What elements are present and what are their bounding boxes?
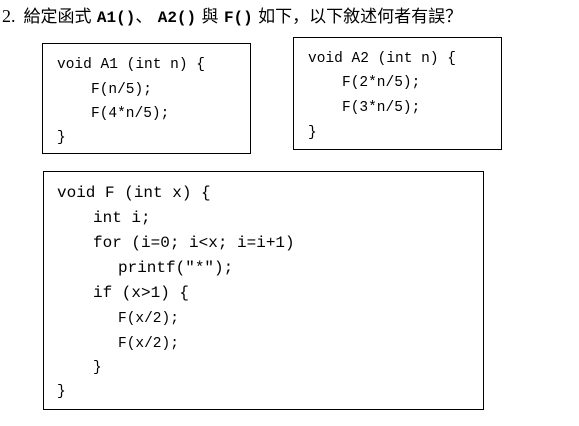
code-line: F(2*n/5); [342,75,421,91]
code-line: F(3*n/5); [342,100,421,116]
code-line: } [57,130,66,146]
code-line: printf("*"); [118,259,234,277]
question-stem: 2. 給定函式 A1()、 A2() 與 F() 如下，以下敘述何者有誤？ [2,4,462,30]
code-line: F(x/2); [118,311,179,327]
code-line: void A1 (int n) { [57,57,205,73]
code-box-a1: void A1 (int n) { F(n/5); F(4*n/5); } [42,43,251,154]
code-line: } [57,384,66,400]
code-line: F(n/5); [91,82,152,98]
code-line: F(4*n/5); [91,106,170,122]
code-line: } [308,125,317,141]
code-line: void F (int x) { [57,184,211,202]
function-name-a2: A2() [157,9,197,27]
code-box-f: void F (int x) { int i; for (i=0; i<x; i… [43,171,484,410]
code-line: } [93,360,102,376]
question-text-prefix: 給定函式 [23,7,92,27]
question-number: 2. [2,6,16,26]
code-line: void A2 (int n) { [308,51,456,67]
function-name-a1: A1() [96,9,136,27]
code-line: int i; [93,209,151,227]
separator-comma: 、 [135,7,153,27]
code-line: for (i=0; i<x; i=i+1) [93,234,295,252]
question-text-suffix: 如下，以下敘述何者有誤？ [258,7,463,27]
code-line: if (x>1) { [93,284,190,302]
function-name-f: F() [223,9,253,27]
code-box-a2: void A2 (int n) { F(2*n/5); F(3*n/5); } [293,37,502,150]
separator-and: 與 [201,7,219,27]
code-line: F(x/2); [118,336,179,352]
